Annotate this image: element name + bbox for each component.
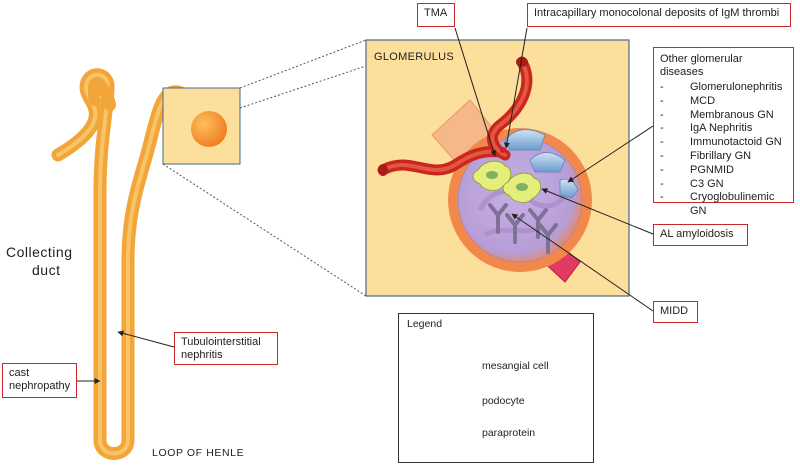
glomerulus-podocytes xyxy=(504,129,579,199)
disease-item: PGNMID xyxy=(660,164,787,178)
callout-arrows xyxy=(77,27,654,384)
legend-label-mesangial: mesangial cell xyxy=(482,360,549,372)
disease-item: Cryoglobulinemic GN xyxy=(660,191,787,219)
tma-callout: TMA xyxy=(417,3,455,27)
capillary-vessels xyxy=(377,56,533,176)
disease-item: Immunotactoid GN xyxy=(660,136,787,150)
collecting-duct-label: Collecting xyxy=(6,244,73,260)
other-diseases-callout: Other glomerular diseases Glomerulonephr… xyxy=(653,47,794,217)
legend-title: Legend xyxy=(407,318,443,330)
cast-line1: cast xyxy=(9,367,30,379)
thrombus-dot xyxy=(500,147,506,153)
other-diseases-list: Glomerulonephritis MCD Membranous GN IgA… xyxy=(660,81,787,219)
disease-item: Membranous GN xyxy=(660,109,787,123)
disease-item: Glomerulonephritis xyxy=(660,81,787,95)
glomerulus-title: GLOMERULUS xyxy=(374,51,455,63)
disease-item: Fibrillary GN xyxy=(660,150,787,164)
tubulointerstitial-callout: Tubulointerstitial nephritis xyxy=(174,332,278,365)
cast-nephropathy-callout: cast nephropathy xyxy=(2,363,77,398)
legend-label-paraprotein: paraprotein xyxy=(482,427,536,439)
cast-line2: nephropathy xyxy=(9,380,71,392)
al-amyloidosis-callout: AL amyloidosis xyxy=(653,224,748,246)
zoom-lines xyxy=(162,39,367,297)
glomerulus-ball xyxy=(191,111,227,147)
igm-thrombi-callout: Intracapillary monocolonal deposits of I… xyxy=(527,3,791,27)
legend-panel: Legend mesangial cell podocyte paraprote… xyxy=(398,313,594,463)
other-diseases-title: Other glomerular diseases xyxy=(660,53,743,78)
disease-item: IgA Nephritis xyxy=(660,122,787,136)
glomerulus-mesangial-cells xyxy=(472,160,542,203)
tubulointerstitial-line1: Tubulointerstitial xyxy=(181,336,261,348)
tubulointerstitial-line2: nephritis xyxy=(181,349,223,361)
disease-item: MCD xyxy=(660,95,787,109)
midd-callout: MIDD xyxy=(653,301,698,323)
legend-label-podocyte: podocyte xyxy=(482,395,525,407)
glomerulus-paraproteins xyxy=(488,203,558,254)
disease-item: C3 GN xyxy=(660,178,787,192)
collecting-duct-label-2: duct xyxy=(32,262,61,278)
loop-of-henle-label: Loop of Henle xyxy=(152,447,245,459)
